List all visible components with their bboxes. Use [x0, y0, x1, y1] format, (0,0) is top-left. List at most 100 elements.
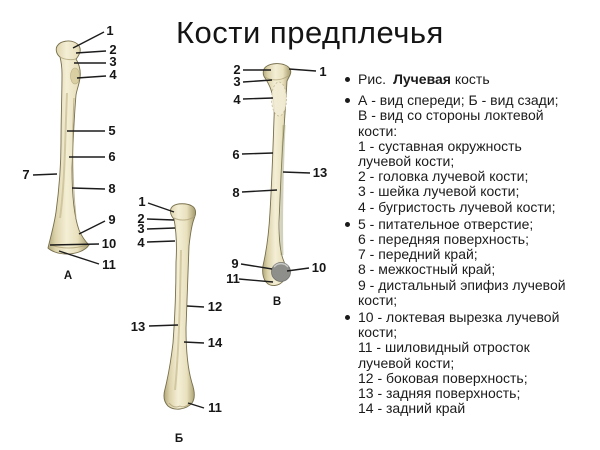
leader-line [148, 324, 179, 327]
legend-line: 13 - задняя поверхность; [358, 385, 521, 402]
radius-head-line [173, 215, 196, 221]
radial-tuberosity [70, 67, 80, 85]
label-a-2: 2 [109, 42, 116, 57]
legend-line: 7 - передний край; [358, 246, 478, 263]
legend-line: 6 - передняя поверхность; [358, 231, 529, 248]
leader-line [240, 263, 273, 270]
leader-line [78, 220, 106, 235]
ulnar-notch-surface [271, 262, 291, 282]
shaft-shading [59, 92, 68, 219]
leader-line [146, 227, 176, 230]
legend-group-caption: Рис.Лучевая кость [336, 71, 596, 87]
legend-line: кости; [358, 291, 398, 308]
label-v-2: 2 [233, 62, 240, 77]
legend-line: 12 - боковая поверхность; [358, 369, 528, 386]
legend-line: В - вид со стороны локтевой [358, 107, 544, 124]
legend-line: 3 - шейка лучевой кости; [358, 183, 520, 200]
label-a-5: 5 [108, 123, 115, 138]
leader-line [75, 50, 107, 54]
distal-edge-line [50, 244, 88, 249]
label-v-8: 8 [232, 185, 239, 200]
leader-line [241, 152, 274, 155]
leader-line [286, 267, 310, 272]
legend: Рис.Лучевая кость А - вид спереди; Б - в… [336, 71, 596, 418]
label-b-3: 3 [137, 221, 144, 236]
label-v-6: 6 [232, 147, 239, 162]
leader-line [49, 243, 100, 246]
olive-shaft-tint [280, 124, 286, 256]
radius-front-bone [47, 40, 90, 255]
label-v-1: 1 [319, 64, 326, 79]
label-b-2: 2 [137, 211, 144, 226]
label-a-11: 11 [102, 257, 116, 272]
leader-line [242, 79, 273, 83]
label-v-13: 13 [313, 165, 327, 180]
legend-group-10-14: 10 - локтевая вырезка лучевой кости; 11 … [336, 309, 596, 417]
bullet-icon [336, 217, 358, 227]
figure-v-radius-ulnar-side: 2 3 4 1 6 13 8 9 10 11 В [226, 62, 327, 308]
tuberosity-patch [271, 81, 287, 117]
label-a-1: 1 [106, 23, 113, 38]
label-b-1: 1 [138, 194, 145, 209]
page-title: Кости предплечья [176, 15, 444, 50]
leader-line [183, 341, 205, 344]
label-v-4: 4 [233, 92, 241, 107]
shaft-shading [174, 249, 182, 391]
legend-caption: Рис.Лучевая кость [358, 71, 490, 87]
label-a-8: 8 [108, 181, 115, 196]
label-a-4: 4 [109, 67, 117, 82]
interosseous-line [72, 97, 77, 219]
legend-group-5-9: 5 - питательное отверстие; 6 - передняя … [336, 215, 596, 308]
figure-v-letter: В [273, 296, 281, 308]
label-a-10: 10 [102, 236, 116, 251]
legend-line: лучевой кости; [358, 354, 455, 371]
legend-line: 14 - задний край [358, 400, 466, 417]
legend-group-views: А - вид спереди; Б - вид сзади; В - вид … [336, 93, 596, 215]
leader-line [76, 75, 107, 79]
label-b-12: 12 [208, 299, 222, 314]
leader-line [187, 402, 205, 409]
legend-line: кости: [358, 122, 398, 139]
label-a-7: 7 [22, 167, 29, 182]
figure-b-radius-back: 1 2 3 4 12 13 14 11 Б [131, 194, 223, 445]
label-a-9: 9 [108, 212, 115, 227]
label-v-9: 9 [231, 256, 238, 271]
legend-line: 5 - питательное отверстие; [358, 215, 534, 232]
label-b-14: 14 [208, 335, 223, 350]
label-b-4: 4 [137, 235, 145, 250]
bullet-icon [336, 93, 358, 104]
leader-line [146, 218, 175, 221]
notch-highlight [273, 262, 289, 268]
legend-line: А - вид спереди; Б - вид сзади; [358, 92, 559, 109]
legend-line: лучевой кости; [358, 153, 455, 170]
bullet-icon [336, 310, 358, 321]
leader-line [146, 240, 176, 243]
label-a-3: 3 [109, 54, 116, 69]
radius-side-bone [262, 63, 292, 286]
legend-line: 11 - шиловидный отросток [358, 339, 530, 356]
legend-line: 2 - головка лучевой кости; [358, 168, 529, 185]
label-b-11: 11 [208, 400, 222, 415]
leader-line [238, 278, 274, 283]
figure-a-radius-front: 1 2 3 4 5 6 7 8 9 10 11 А [22, 23, 117, 282]
legend-line: 10 - локтевая вырезка лучевой [358, 309, 560, 326]
legend-line: кости; [358, 324, 398, 341]
legend-line: 1 - суставная окружность [358, 137, 522, 154]
figure-b-letter: Б [175, 433, 183, 445]
label-v-3: 3 [233, 74, 240, 89]
leader-line [147, 202, 175, 213]
leader-line [71, 187, 106, 190]
leader-line [242, 97, 274, 100]
leader-line [32, 173, 58, 176]
label-v-11: 11 [226, 271, 240, 286]
figure-a-letter: А [64, 270, 72, 282]
legend-line: 4 - бугристость лучевой кости; [358, 198, 556, 215]
radius-neck-line [59, 56, 77, 61]
legend-line: 9 - дистальный эпифиз лучевой [358, 276, 566, 293]
leader-line [72, 31, 105, 49]
label-a-6: 6 [108, 149, 115, 164]
leader-line [282, 171, 311, 174]
leader-line [186, 305, 205, 308]
label-b-13: 13 [131, 319, 145, 334]
